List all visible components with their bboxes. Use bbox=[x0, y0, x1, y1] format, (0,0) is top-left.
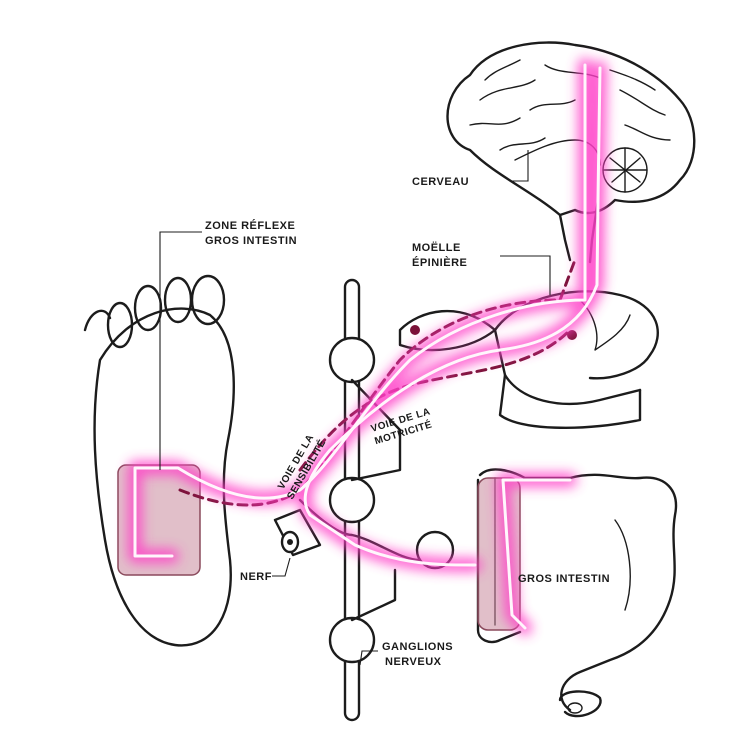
nerve-pathways bbox=[178, 258, 577, 507]
label-ganglions-2: NERVEUX bbox=[385, 656, 442, 668]
glowing-pathway bbox=[128, 58, 607, 635]
label-nerf: NERF bbox=[240, 571, 272, 583]
foot-illustration bbox=[83, 274, 235, 647]
motor-pathway-line bbox=[303, 66, 602, 567]
label-cerveau: CERVEAU bbox=[412, 176, 469, 188]
label-gros-intestin: GROS INTESTIN bbox=[518, 573, 610, 585]
leader-lines bbox=[159, 150, 551, 666]
colon-pathway-line bbox=[501, 478, 572, 630]
label-zone-reflexe-1: ZONE RÉFLEXE bbox=[205, 219, 295, 232]
label-ganglions-1: GANGLIONS bbox=[382, 641, 453, 653]
brain-illustration bbox=[446, 41, 696, 264]
label-zone-reflexe-2: GROS INTESTIN bbox=[205, 235, 297, 247]
label-moelle-1: MOËLLE bbox=[412, 241, 461, 254]
label-moelle-2: ÉPINIÈRE bbox=[412, 256, 467, 269]
nerve-stub bbox=[273, 508, 322, 557]
